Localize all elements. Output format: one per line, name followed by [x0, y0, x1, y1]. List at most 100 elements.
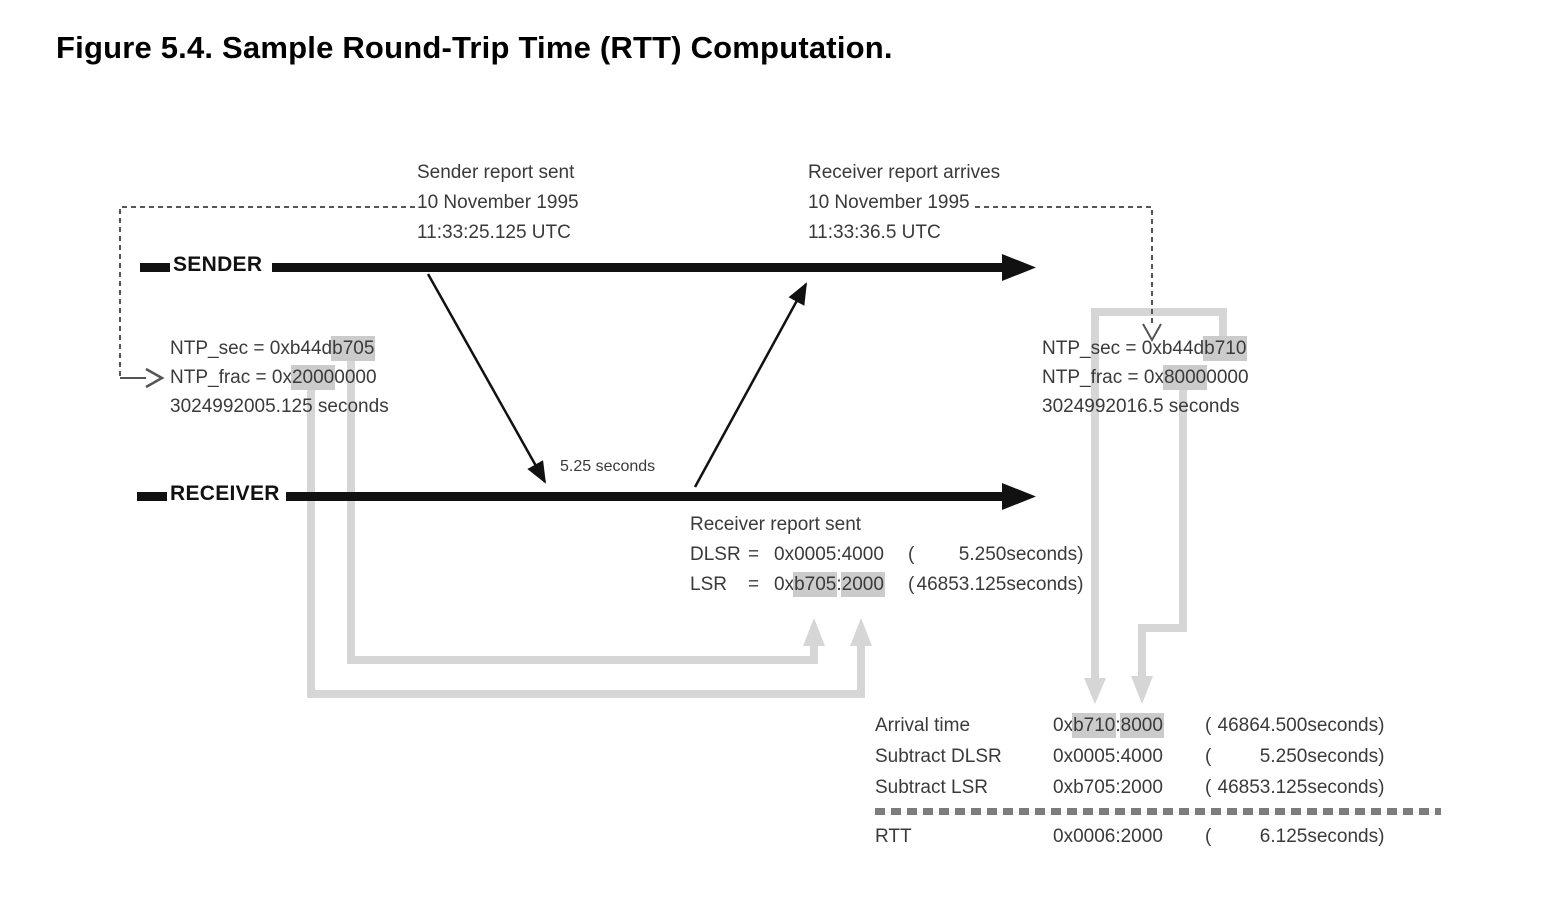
sender-timeline-label: SENDER	[173, 253, 263, 276]
gray-connector-ntpsec-to-arrival	[1091, 308, 1227, 680]
subtract-dlsr-hex-text: 0x0005:4000	[1053, 746, 1163, 767]
dashed-connector-sender-report	[119, 206, 415, 389]
arrival-time-label: Arrival time	[875, 715, 971, 736]
lsr-open-paren: (	[908, 574, 915, 595]
receiver-tick-bar	[137, 492, 167, 501]
dlsr-hex: 0x0005:4000	[774, 544, 884, 565]
receiver-arrives-line1: Receiver report arrives	[808, 162, 1001, 183]
lsr-seconds-unit: seconds)	[1006, 574, 1084, 595]
rtt-seconds-unit: seconds)	[1307, 826, 1385, 847]
gray-up-arrowhead-lsr-b705	[803, 618, 825, 646]
subtract-dlsr-label: Subtract DLSR	[875, 746, 1002, 767]
receiver-ntp-block: NTP_sec = 0xb44db710 NTP_frac = 0x800000…	[1042, 334, 1249, 421]
arrival-time-hex: 0xb710:8000	[1053, 710, 1205, 741]
arrival-open-paren: (	[1205, 715, 1212, 736]
rtt-computation-block: Arrival time 0xb710:8000 ( 46864.500 sec…	[875, 710, 1441, 852]
sender-line	[272, 263, 1002, 272]
arrival-time-row: Arrival time 0xb710:8000 ( 46864.500 sec…	[875, 710, 1441, 741]
receiver-arrives-annotation: Receiver report arrives 10 November 1995…	[808, 158, 1000, 248]
sender-ntp-total-seconds: 3024992005.125 seconds	[170, 396, 389, 417]
gray-connector-ntpsec-to-lsr	[347, 356, 818, 664]
rtt-hex-text: 0x0006:2000	[1053, 826, 1163, 847]
receiver-ntp-sec-prefix: NTP_sec = 0x	[1042, 338, 1162, 359]
subtract-lsr-seconds-value: 46853.125	[1217, 777, 1308, 798]
receiver-line-arrowhead	[1002, 483, 1036, 510]
subtract-dlsr-hex: 0x0005:4000	[1053, 741, 1205, 772]
rtt-open-paren: (	[1205, 826, 1212, 847]
receiver-timeline	[137, 483, 1036, 510]
lsr-hex-highlight-b705: b705	[793, 572, 838, 597]
sender-report-annotation: Sender report sent 10 November 1995 11:3…	[417, 158, 579, 248]
sender-ntp-block: NTP_sec = 0xb44db705 NTP_frac = 0x200000…	[170, 334, 389, 421]
dlsr-equals: =	[748, 544, 760, 565]
sender-line-arrowhead	[1002, 254, 1036, 281]
receiver-ntp-frac-highlight: 8000	[1162, 365, 1208, 390]
receiver-report-arrow	[693, 282, 808, 488]
dlsr-seconds-unit: seconds)	[1006, 544, 1084, 565]
lsr-equals: =	[748, 574, 760, 595]
dlsr-row: DLSR = 0x0005:4000 ( 5.250 seconds)	[690, 540, 1083, 570]
receiver-ntp-frac-plain: 0000	[1206, 367, 1249, 388]
rtt-seconds-value: 6.125	[1259, 826, 1308, 847]
gray-connector-ntpfrac-to-lsr	[307, 385, 865, 698]
receiver-ntp-frac-line: NTP_frac = 0x80000000	[1042, 363, 1249, 392]
sender-ntp-frac-highlight: 2000	[290, 365, 336, 390]
arrival-seconds-unit: seconds)	[1307, 715, 1385, 736]
sender-ntp-sec-line: NTP_sec = 0xb44db705	[170, 334, 389, 363]
receiver-ntp-total-seconds: 3024992016.5 seconds	[1042, 396, 1240, 417]
rtt-result-row: RTT 0x0006:2000 ( 6.125 seconds)	[875, 821, 1441, 852]
figure-title: Figure 5.4. Sample Round-Trip Time (RTT)…	[56, 30, 893, 65]
dlsr-seconds-value: 5.250	[958, 544, 1007, 565]
gray-connector-ntpfrac-to-arrival	[1138, 386, 1187, 678]
gray-up-arrowhead-lsr-2000	[850, 618, 872, 646]
subtract-dlsr-open-paren: (	[1205, 746, 1212, 767]
receiver-ntp-frac-prefix: NTP_frac = 0x	[1042, 367, 1164, 388]
sender-report-arrow	[426, 273, 547, 484]
sender-ntp-frac-prefix: NTP_frac = 0x	[170, 367, 292, 388]
arrival-seconds-value: 46864.500	[1217, 715, 1308, 736]
arrival-hex-highlight-8000: 8000	[1119, 713, 1164, 738]
dashed-separator	[875, 808, 1441, 815]
lsr-seconds-value: 46853.125	[916, 574, 1007, 595]
sender-ntp-frac-plain: 0000	[334, 367, 377, 388]
sender-ntp-sec-prefix: NTP_sec = 0x	[170, 338, 290, 359]
lsr-label: LSR	[690, 574, 727, 595]
receiver-ntp-sec-line: NTP_sec = 0xb44db710	[1042, 334, 1249, 363]
lsr-hex-value: 0xb705:2000	[774, 570, 908, 600]
lsr-hex-highlight-2000: 2000	[840, 572, 885, 597]
receiver-arrives-line3: 11:33:36.5 UTC	[808, 222, 941, 243]
subtract-lsr-hex-text: 0xb705:2000	[1053, 777, 1163, 798]
subtract-lsr-row: Subtract LSR 0xb705:2000 ( 46853.125 sec…	[875, 772, 1441, 803]
subtract-dlsr-row: Subtract DLSR 0x0005:4000 ( 5.250 second…	[875, 741, 1441, 772]
rtt-label: RTT	[875, 826, 912, 847]
lsr-hex-colon: :	[836, 574, 842, 595]
subtract-lsr-label: Subtract LSR	[875, 777, 988, 798]
arrival-hex-prefix: 0x	[1053, 715, 1074, 736]
subtract-dlsr-seconds-unit: seconds)	[1307, 746, 1385, 767]
sender-report-line3: 11:33:25.125 UTC	[417, 222, 571, 243]
sender-report-line1: Sender report sent	[417, 162, 575, 183]
receiver-report-block: Receiver report sent DLSR = 0x0005:4000 …	[690, 510, 1083, 600]
dlsr-open-paren: (	[908, 544, 915, 565]
arrival-hex-highlight-b710: b710	[1072, 713, 1117, 738]
sender-report-line2: 10 November 1995	[417, 192, 579, 213]
sender-timeline	[140, 254, 1036, 281]
receiver-arrives-line2: 10 November 1995	[808, 192, 970, 213]
sender-ntp-sec-plain: b44d	[289, 338, 333, 359]
sender-tick-bar	[140, 263, 170, 272]
rtt-hex: 0x0006:2000	[1053, 821, 1205, 852]
transit-time-label: 5.25 seconds	[560, 458, 656, 475]
lsr-row: LSR = 0xb705:2000 ( 46853.125 seconds)	[690, 570, 1083, 600]
dlsr-hex-value: 0x0005:4000	[774, 540, 908, 570]
subtract-lsr-hex: 0xb705:2000	[1053, 772, 1205, 803]
dashed-connector-receiver-arrives	[975, 206, 1162, 343]
receiver-report-title: Receiver report sent	[690, 514, 862, 535]
receiver-timeline-label: RECEIVER	[170, 482, 280, 505]
gray-down-arrowhead-arrival-8000	[1131, 676, 1153, 704]
receiver-ntp-sec-highlight: b710	[1203, 336, 1248, 361]
receiver-line	[286, 492, 1002, 501]
subtract-lsr-seconds-unit: seconds)	[1307, 777, 1385, 798]
dlsr-label: DLSR	[690, 544, 741, 565]
